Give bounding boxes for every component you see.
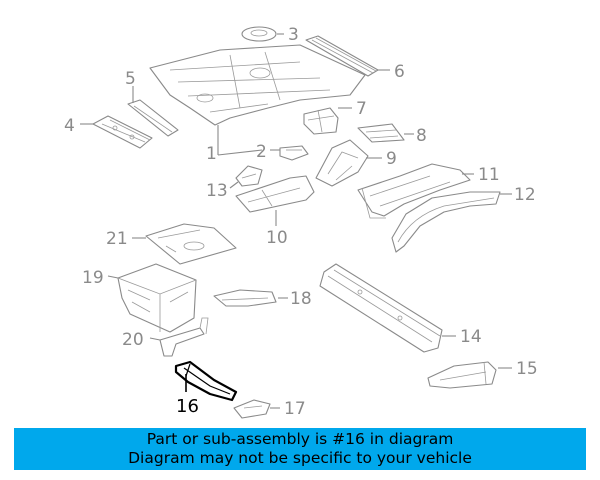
- callout-15: 15: [516, 359, 538, 379]
- callout-1: 1: [206, 144, 217, 164]
- callout-16: 16: [176, 396, 199, 417]
- callout-21: 21: [106, 229, 128, 249]
- callout-17: 17: [284, 399, 306, 419]
- part-3-cap: [241, 26, 277, 42]
- part-20-bracket: [159, 317, 209, 357]
- part-4-crossmember: [92, 115, 153, 149]
- part-7-bracket: [303, 107, 339, 135]
- info-banner: Part or sub-assembly is #16 in diagram D…: [14, 428, 586, 470]
- part-16-highlighted: [174, 360, 238, 402]
- part-10-panel: [235, 175, 315, 213]
- parts-diagram: 1 3 6 5 4 7 8 2: [64, 25, 538, 419]
- callout-13: 13: [206, 181, 228, 201]
- callout-8: 8: [416, 126, 427, 146]
- callout-3: 3: [288, 25, 299, 45]
- callout-20: 20: [122, 330, 144, 350]
- part-14-frame-rail: [319, 263, 443, 353]
- banner-line-1: Part or sub-assembly is #16 in diagram: [146, 430, 454, 448]
- callout-5: 5: [125, 69, 136, 89]
- part-15-bracket: [427, 361, 497, 389]
- callout-12: 12: [514, 185, 536, 205]
- callout-18: 18: [290, 289, 312, 309]
- part-2-bracket: [279, 145, 309, 161]
- callout-6: 6: [394, 62, 405, 82]
- callout-4: 4: [64, 116, 75, 136]
- part-18-crossmember: [213, 289, 277, 307]
- part-8-plate: [357, 123, 405, 143]
- callout-14: 14: [460, 327, 482, 347]
- part-21-panel: [145, 223, 237, 265]
- callout-9: 9: [386, 149, 397, 169]
- part-11-wheelhouse: [357, 163, 471, 219]
- part-17-bracket: [233, 399, 271, 419]
- callout-2: 2: [256, 142, 267, 162]
- callout-7: 7: [356, 99, 367, 119]
- callout-10: 10: [266, 228, 288, 248]
- part-1-floor-pan: [149, 44, 366, 126]
- banner-line-2: Diagram may not be specific to your vehi…: [128, 449, 472, 467]
- callout-11: 11: [478, 165, 500, 185]
- part-13-bracket: [235, 165, 263, 187]
- callout-19: 19: [82, 268, 104, 288]
- part-19-tub: [117, 263, 197, 333]
- part-12-wheelhouse-outer: [391, 191, 501, 253]
- part-5-bracket: [127, 99, 179, 137]
- part-9-reinforcement: [315, 139, 369, 187]
